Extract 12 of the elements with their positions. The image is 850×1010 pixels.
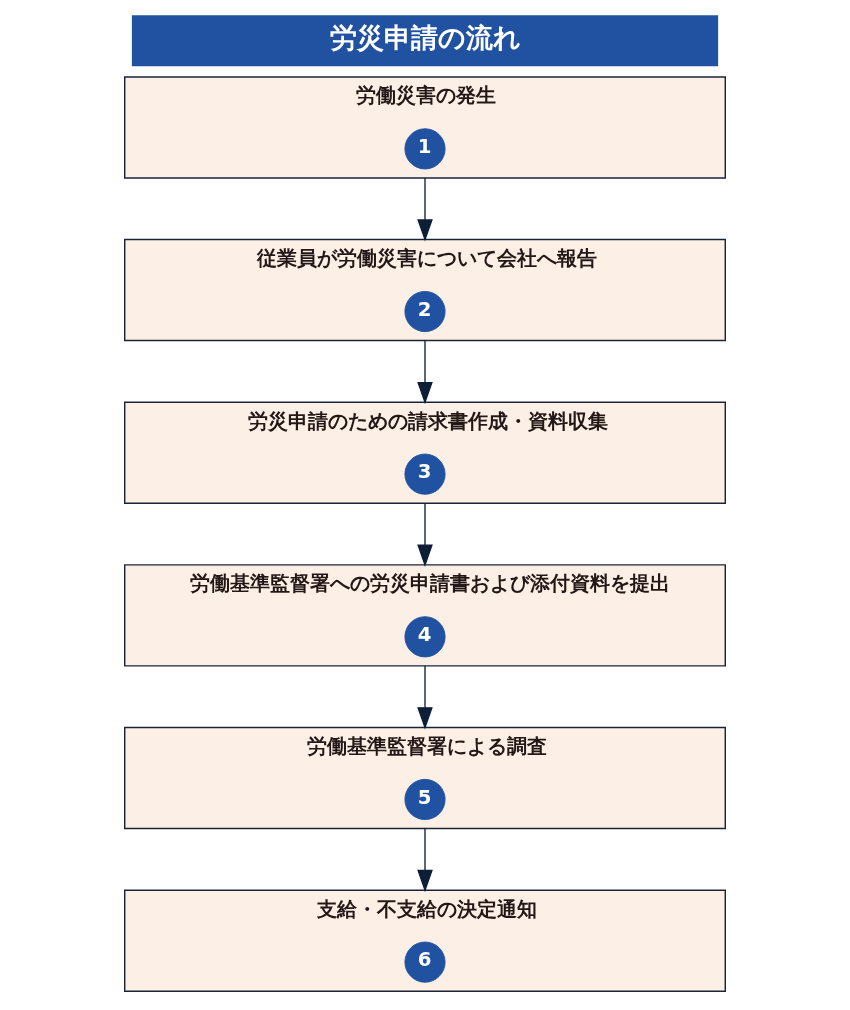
arrow <box>417 177 433 242</box>
node-circle: 4 <box>404 616 446 658</box>
arrow <box>417 502 433 567</box>
node-circle: 2 <box>404 290 446 333</box>
node-circle: 3 <box>404 453 446 495</box>
arrow <box>417 339 433 405</box>
arrow <box>417 665 433 730</box>
diagram-title: 労災申請の流れ <box>330 21 522 53</box>
node-circle: 6 <box>404 941 446 983</box>
node-circle: 5 <box>404 778 446 820</box>
node-circle: 1 <box>404 128 446 170</box>
arrow <box>417 827 433 893</box>
